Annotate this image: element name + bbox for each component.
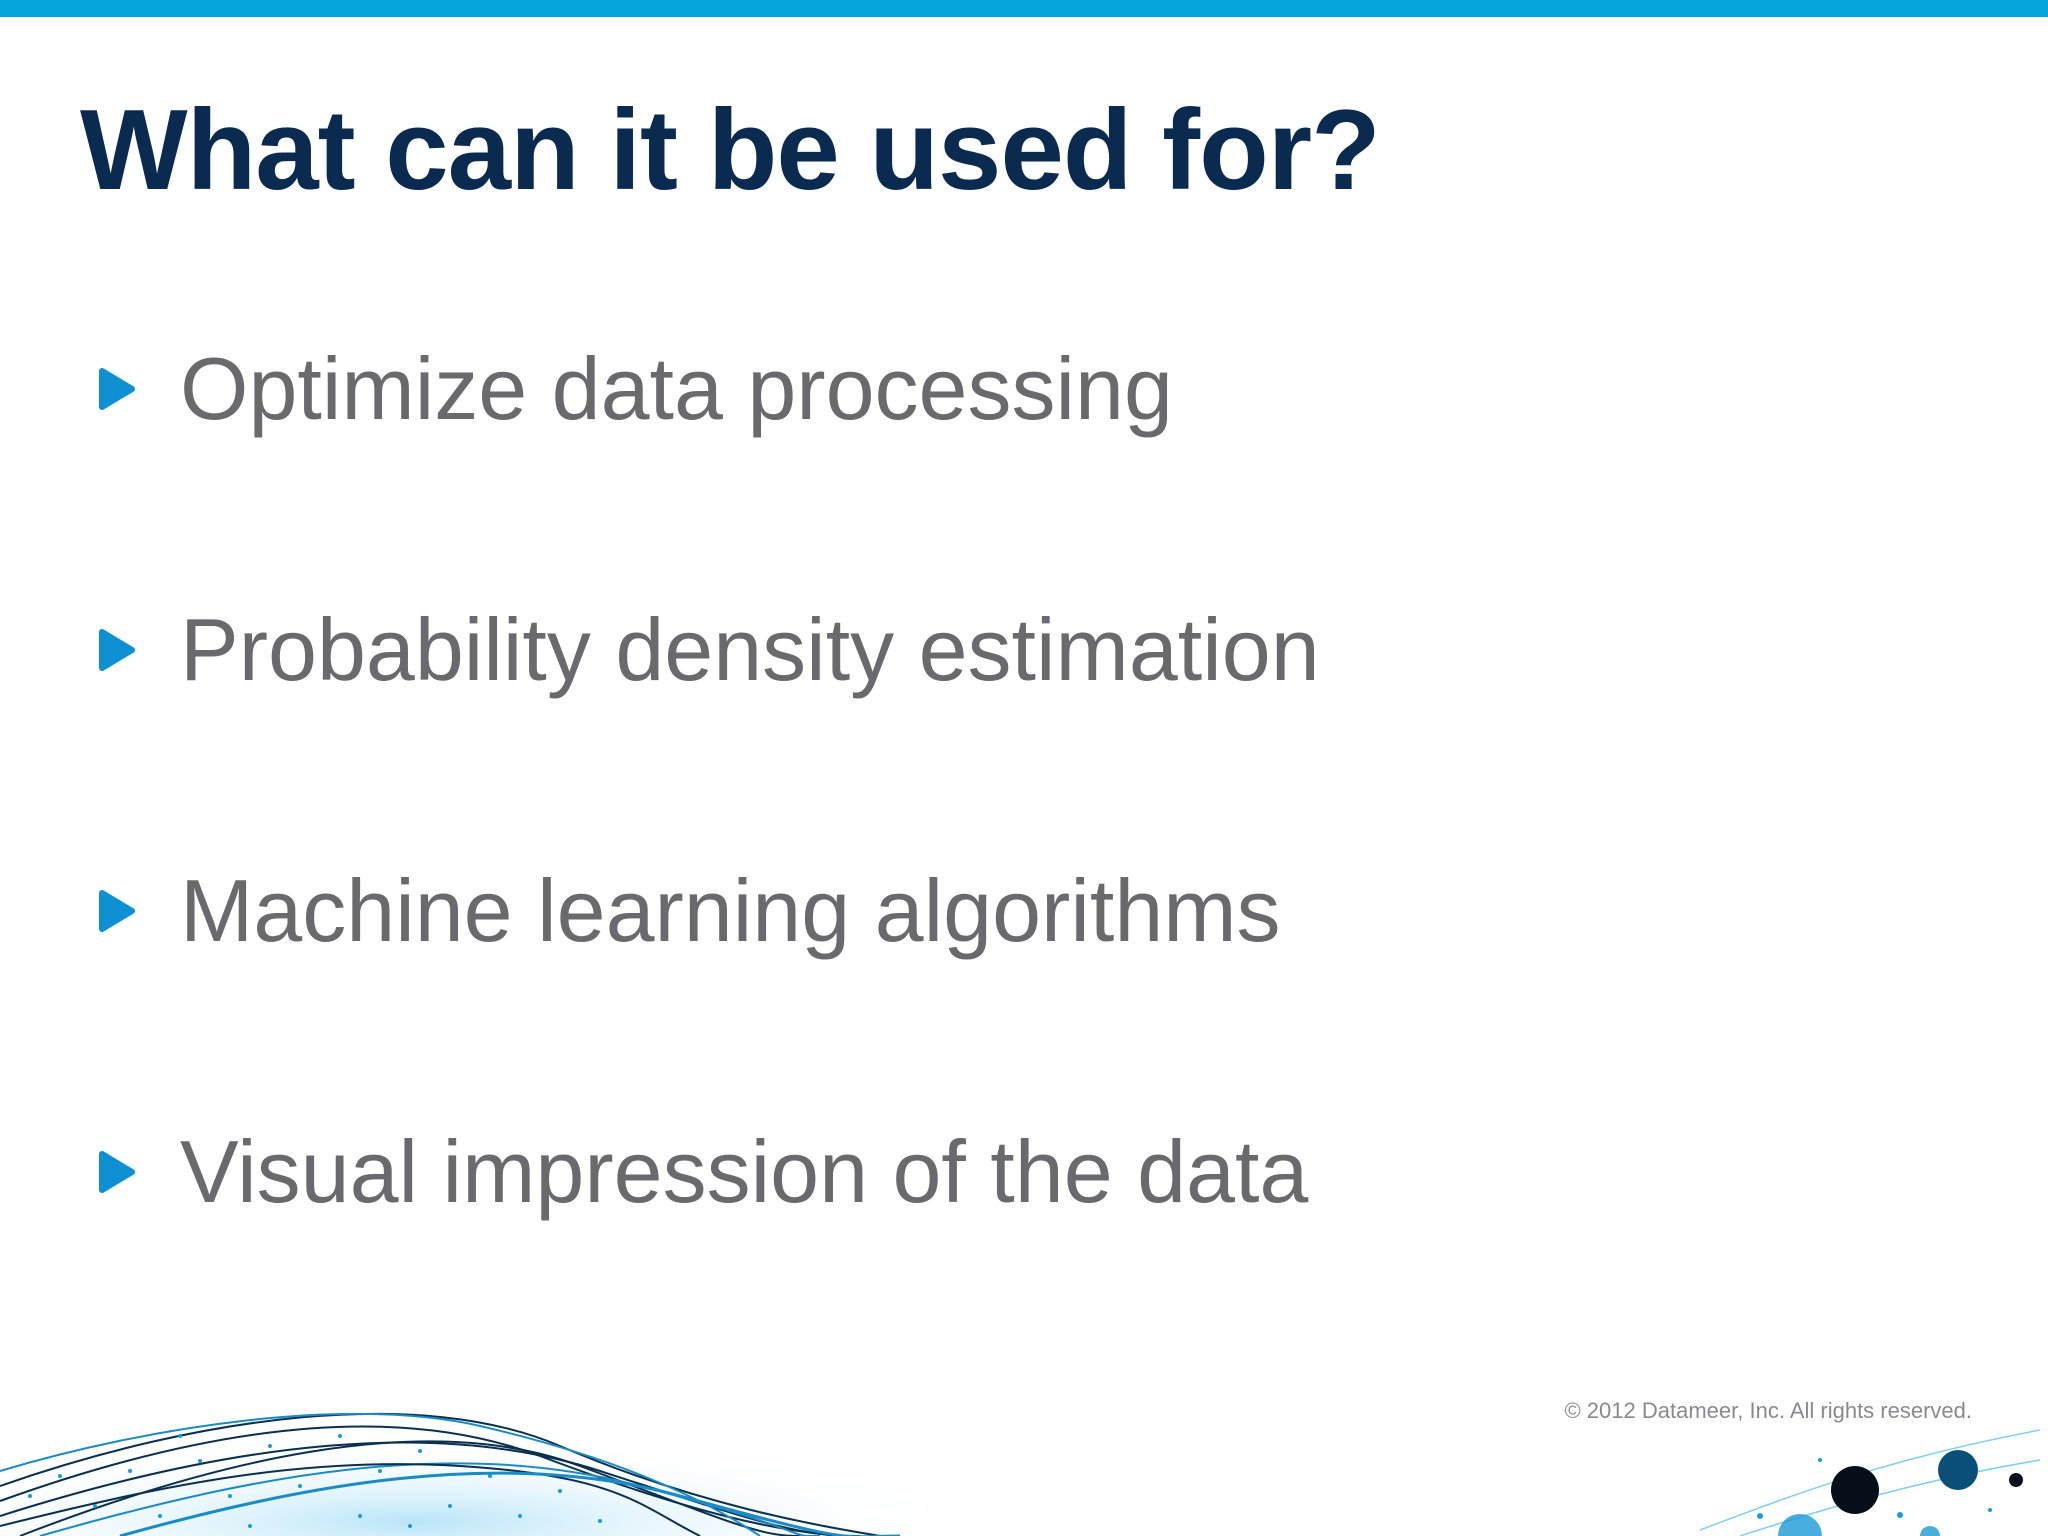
bullet-text: Visual impression of the data [180,1122,1309,1221]
decorative-dots-graphic [1700,1429,2040,1536]
top-accent-bar [0,0,2048,17]
bullet-item: Probability density estimation [98,595,1320,705]
bullet-item: Optimize data processing [98,334,1173,444]
play-triangle-icon [99,890,135,932]
play-triangle-icon [99,1151,135,1193]
copyright-notice: © 2012 Datameer, Inc. All rights reserve… [1564,1398,1972,1423]
slide-title: What can it be used for? [80,87,1381,214]
play-triangle-icon [99,368,135,410]
play-triangle-icon [99,629,135,671]
bullet-text: Probability density estimation [180,600,1320,699]
bullet-item: Visual impression of the data [98,1117,1308,1227]
decorative-swoosh-graphic [0,1396,920,1536]
bullet-item: Machine learning algorithms [98,856,1281,966]
bullet-text: Optimize data processing [180,339,1173,438]
bullet-text: Machine learning algorithms [180,861,1281,960]
